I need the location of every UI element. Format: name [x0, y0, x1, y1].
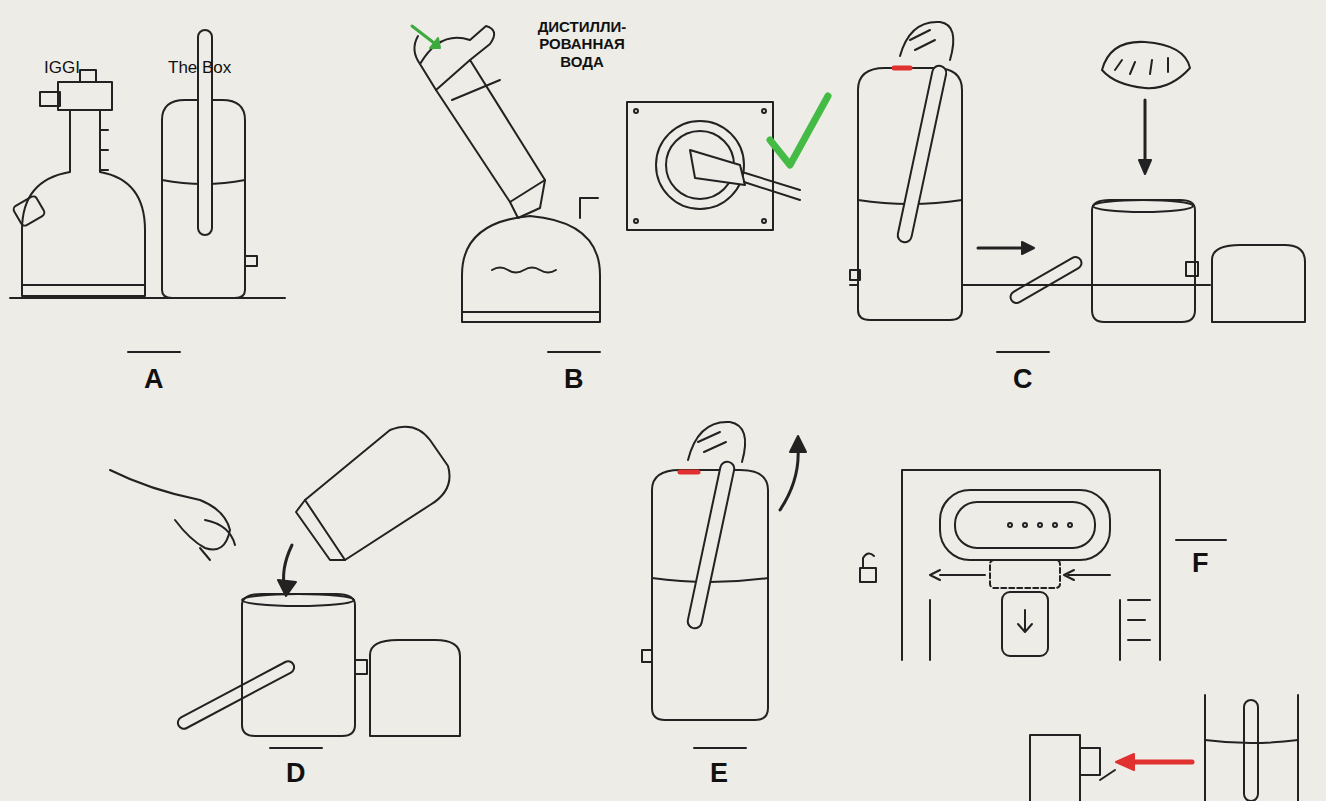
- wall-socket: [627, 102, 800, 230]
- check-mark: [770, 96, 828, 165]
- step-letter: E: [710, 758, 728, 789]
- filling-steamer: [1030, 695, 1298, 801]
- water-label: ДИСТИЛЛИ- РОВАННАЯ ВОДА: [526, 18, 638, 70]
- product-name: The Box: [168, 58, 231, 78]
- step-letter: D: [286, 758, 306, 789]
- steamer-and-box: [10, 30, 285, 298]
- step-letter: C: [1013, 364, 1033, 395]
- pouring-bottle: [414, 26, 600, 322]
- box-lifting: [850, 22, 1305, 322]
- box-return: [642, 422, 806, 720]
- step-letter: F: [1192, 548, 1209, 579]
- device-panel: [860, 470, 1160, 660]
- adding-cleaner: [110, 427, 460, 736]
- step-letter: A: [144, 364, 164, 395]
- product-name: IGGI: [44, 58, 80, 78]
- letter-bars: [128, 352, 1226, 748]
- step-letter: B: [564, 364, 584, 395]
